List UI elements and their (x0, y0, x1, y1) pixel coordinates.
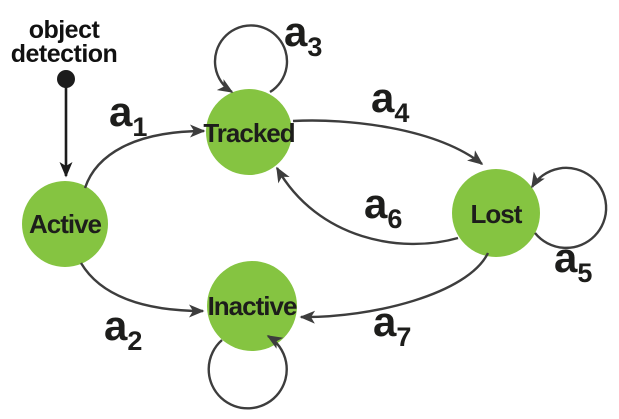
transition-a7-path (299, 252, 490, 324)
transition-a2-base: a (104, 302, 128, 349)
transition-inactive-self-loop-path (207, 334, 288, 410)
entry-label-line1: object (29, 16, 101, 44)
state-lost-circle (452, 169, 540, 257)
transition-a5-sub: 5 (577, 258, 592, 288)
transition-a2-label: a2 (104, 302, 142, 356)
transition-a1-sub: 1 (132, 112, 147, 142)
state-active-circle (22, 181, 108, 267)
transition-a5-base: a (554, 234, 578, 281)
transition-a3-self-loop-path (213, 24, 289, 94)
transition-a1-base: a (109, 88, 133, 135)
state-inactive-label: Inactive (208, 291, 297, 321)
transition-a5-label: a5 (554, 234, 592, 288)
transition-a6-label: a6 (364, 180, 402, 234)
transition-a3-sub: 3 (307, 32, 322, 62)
transition-a1-label: a1 (109, 88, 147, 142)
transition-a6-base: a (364, 180, 388, 227)
entry-point-dot (57, 70, 75, 88)
transition-a2-sub: 2 (127, 326, 142, 356)
transition-a4-label: a4 (371, 74, 409, 128)
state-tracked-circle (206, 89, 292, 175)
transition-a5-self-loop-path (530, 166, 608, 250)
state-active-label: Active (29, 209, 102, 239)
transition-a6-path (275, 166, 459, 246)
transition-a4-path (292, 119, 484, 165)
transition-a7-label: a7 (373, 298, 411, 352)
entry-label-line2: detection (11, 40, 118, 68)
state-lost-label: Lost (471, 199, 523, 229)
transition-a6-sub: 6 (387, 204, 402, 234)
transition-a4-sub: 4 (394, 98, 409, 128)
transition-a7-base: a (373, 298, 397, 345)
state-tracked-label: Tracked (203, 118, 294, 148)
state-inactive-circle (207, 261, 297, 351)
transition-a1-path (83, 124, 206, 189)
transition-a7-sub: 7 (396, 322, 411, 352)
transition-a4-base: a (371, 74, 395, 121)
transition-a3-base: a (284, 8, 308, 55)
transition-a3-label: a3 (284, 8, 322, 62)
transition-a2-path (79, 262, 205, 318)
